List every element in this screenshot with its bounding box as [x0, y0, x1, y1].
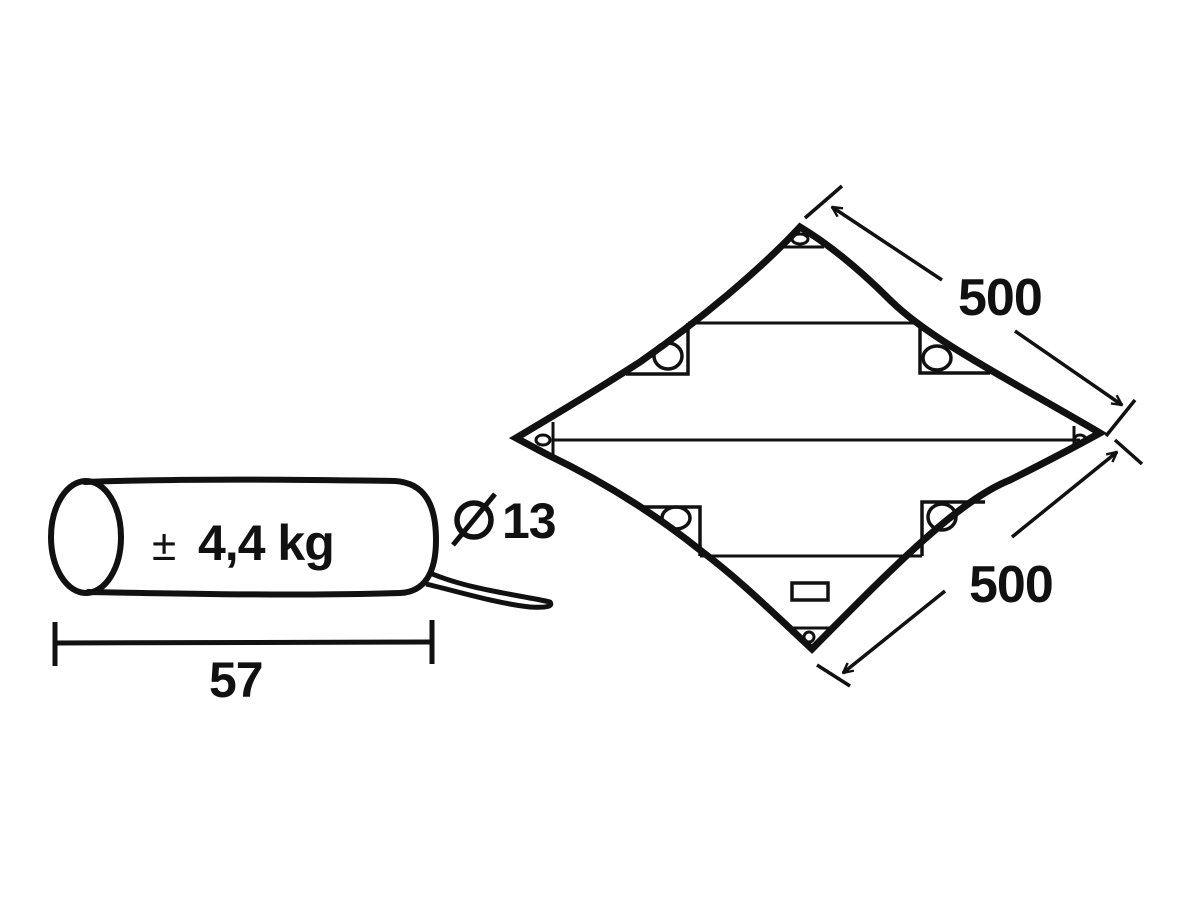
packed-bag: ± 4,4 kg 13 57	[48, 476, 557, 708]
side-a-dimension	[803, 184, 1137, 438]
weight-prefix: ±	[152, 521, 176, 570]
length-dimension-line	[52, 620, 435, 666]
corner-patch-left	[534, 422, 555, 456]
bag-end-cap	[48, 478, 124, 596]
side-a-label: 500	[958, 269, 1042, 327]
bag-body-outline	[82, 476, 440, 598]
side-b-dimension	[816, 438, 1144, 688]
ground-sheet	[508, 222, 1108, 654]
sheet-outline	[508, 222, 1108, 654]
label-patch	[790, 581, 830, 602]
diameter-label: 13	[502, 493, 556, 549]
weight-label: 4,4 kg	[198, 515, 334, 571]
eyelet-patch-upper-right	[918, 323, 990, 375]
bag-strap	[425, 570, 554, 610]
side-b-label: 500	[969, 556, 1053, 614]
length-label: 57	[209, 652, 263, 708]
diameter-icon	[451, 492, 497, 547]
